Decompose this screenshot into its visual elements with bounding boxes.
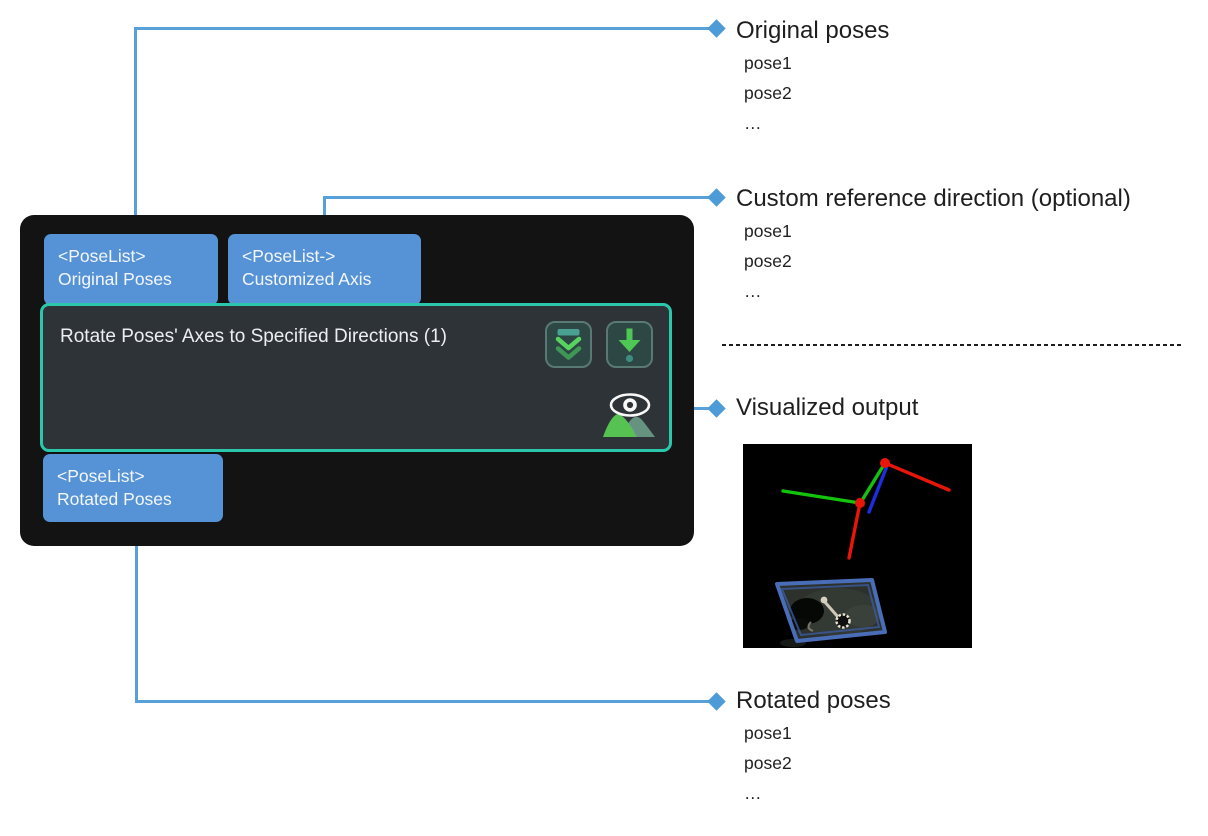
connector-line-original-poses-vertical [133,28,137,236]
eye-over-hills-icon [603,393,655,437]
connector-line-original-poses-horizontal [133,27,712,30]
section-divider-dotted-line [722,344,1181,346]
node-title: Rotate Poses' Axes to Specified Directio… [60,326,447,347]
annotation-item: pose1 [744,221,792,241]
execute-step-button[interactable] [606,321,653,368]
annotation-item: … [744,281,762,301]
annotation-item: pose1 [744,723,792,743]
annotation-title-visualized-output: Visualized output [736,394,919,421]
connector-line-rotated-poses-horizontal [134,700,712,703]
annotation-title-custom-reference-direction: Custom reference direction (optional) [736,185,1131,212]
annotation-title-original-poses: Original poses [736,17,890,44]
annotation-item: … [744,113,762,133]
port-type-label: <PoseList-> [242,246,336,266]
connector-diamond-rotated-poses-label [707,692,726,711]
visualization-toggle[interactable] [602,387,658,439]
annotation-title-rotated-poses: Rotated poses [736,687,891,714]
double-chevron-down-icon [555,329,582,360]
node-rotate-poses-axes[interactable]: <PoseList> Original Poses <PoseList-> Cu… [20,215,694,546]
port-type-label: <PoseList> [57,466,145,486]
arrow-down-dot-icon [618,328,641,363]
port-name-label: Rotated Poses [57,489,172,509]
port-name-label: Customized Axis [242,269,372,289]
port-type-label: <PoseList> [58,246,146,266]
annotation-item: … [744,783,762,803]
annotation-item: pose1 [744,53,792,73]
connector-diamond-original-poses-label [707,19,726,38]
connector-line-rotated-poses-vertical [134,521,138,703]
annotation-item: pose2 [744,753,792,773]
annotation-item: pose2 [744,83,792,103]
connector-line-customized-axis-horizontal [322,196,712,199]
annotation-item: pose2 [744,251,792,271]
visualized-output-image [743,444,972,648]
output-port-rotated-poses[interactable]: <PoseList> Rotated Poses [43,454,223,522]
input-port-customized-axis[interactable]: <PoseList-> Customized Axis [228,234,421,305]
connector-diamond-customized-axis-label [707,188,726,207]
collapse-step-button[interactable] [545,321,592,368]
node-body[interactable]: Rotate Poses' Axes to Specified Directio… [40,303,672,452]
port-name-label: Original Poses [58,269,172,289]
connector-diamond-visualized-output-label [707,398,726,418]
input-port-original-poses[interactable]: <PoseList> Original Poses [44,234,218,305]
